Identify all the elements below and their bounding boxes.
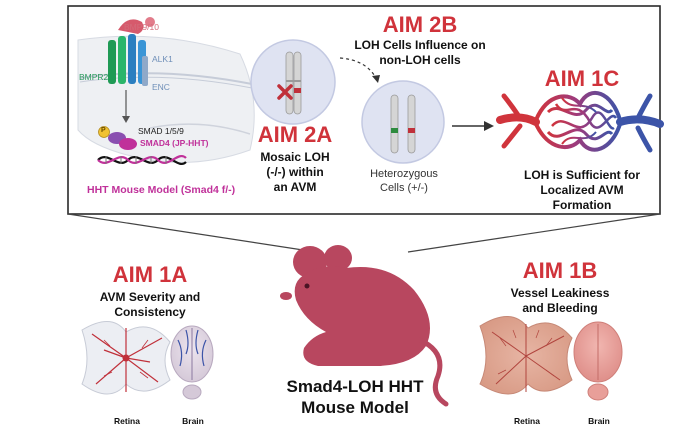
aim1b-retina-label: Retina xyxy=(514,416,540,426)
avm-vessel-icon xyxy=(496,91,664,153)
aim1a-retina-icon xyxy=(81,321,171,395)
aim1b-retina-icon xyxy=(479,316,573,395)
aim1a-brain-label: Brain xyxy=(182,416,204,426)
aim2a-chromosome xyxy=(285,51,302,115)
aim2b-cell xyxy=(361,80,445,164)
aim1b-description: Vessel Leakiness and Bleeding xyxy=(510,286,610,315)
model-label: HHT Mouse Model (Smad4 f/-) xyxy=(87,184,236,196)
aim2b-title: AIM 2B xyxy=(382,12,458,37)
aim1a-retina-label: Retina xyxy=(114,416,140,426)
aim2b-chromosomes xyxy=(390,94,416,154)
nuclear-membrane xyxy=(149,123,251,135)
endoglin-coreceptor xyxy=(142,56,148,86)
aim1a-brain-icon xyxy=(170,325,214,400)
dna-icon xyxy=(97,155,187,165)
aim2b-description: LOH Cells Influence on non-LOH cells xyxy=(354,38,486,67)
aim1b-title: AIM 1B xyxy=(522,258,598,283)
mouse-model-caption: Smad4-LOH HHT Mouse Model xyxy=(286,377,424,417)
cell-membrane xyxy=(79,72,253,85)
bmpr2-receptor xyxy=(108,36,126,84)
bmpr2-label: BMPR2 xyxy=(79,72,109,82)
funnel-line-right xyxy=(407,213,661,253)
aim1a-title: AIM 1A xyxy=(112,262,188,287)
bmp-ligand xyxy=(118,17,155,34)
aim2a-title: AIM 2A xyxy=(257,122,333,147)
aim2a-description: Mosaic LOH (-/-) within an AVM xyxy=(260,150,330,194)
aim1b-brain-label: Brain xyxy=(588,416,610,426)
aim1c-description: LOH is Sufficient for Localized AVM Form… xyxy=(523,168,640,212)
aim1b-brain-icon xyxy=(573,321,623,401)
mouse-icon xyxy=(280,245,449,407)
heterozygous-label: Heterozygous Cells (+/-) xyxy=(370,168,438,194)
phospho-icon xyxy=(98,126,110,138)
alk1-label: ALK1 xyxy=(152,54,173,64)
smad4-label: SMAD4 (JP-HHT) xyxy=(140,138,209,148)
smad159-label: SMAD 1/5/9 xyxy=(138,126,184,136)
enc-label: ENC xyxy=(152,82,170,92)
aim1c-title: AIM 1C xyxy=(544,66,620,91)
aim1a-description: AVM Severity and Consistency xyxy=(99,290,201,319)
phospho-label: P xyxy=(101,127,106,134)
smad4-protein xyxy=(119,138,137,150)
funnel-line-left xyxy=(67,213,317,253)
deletion-x-icon xyxy=(277,84,293,100)
bmp-label: BMP9/10 xyxy=(124,22,159,32)
